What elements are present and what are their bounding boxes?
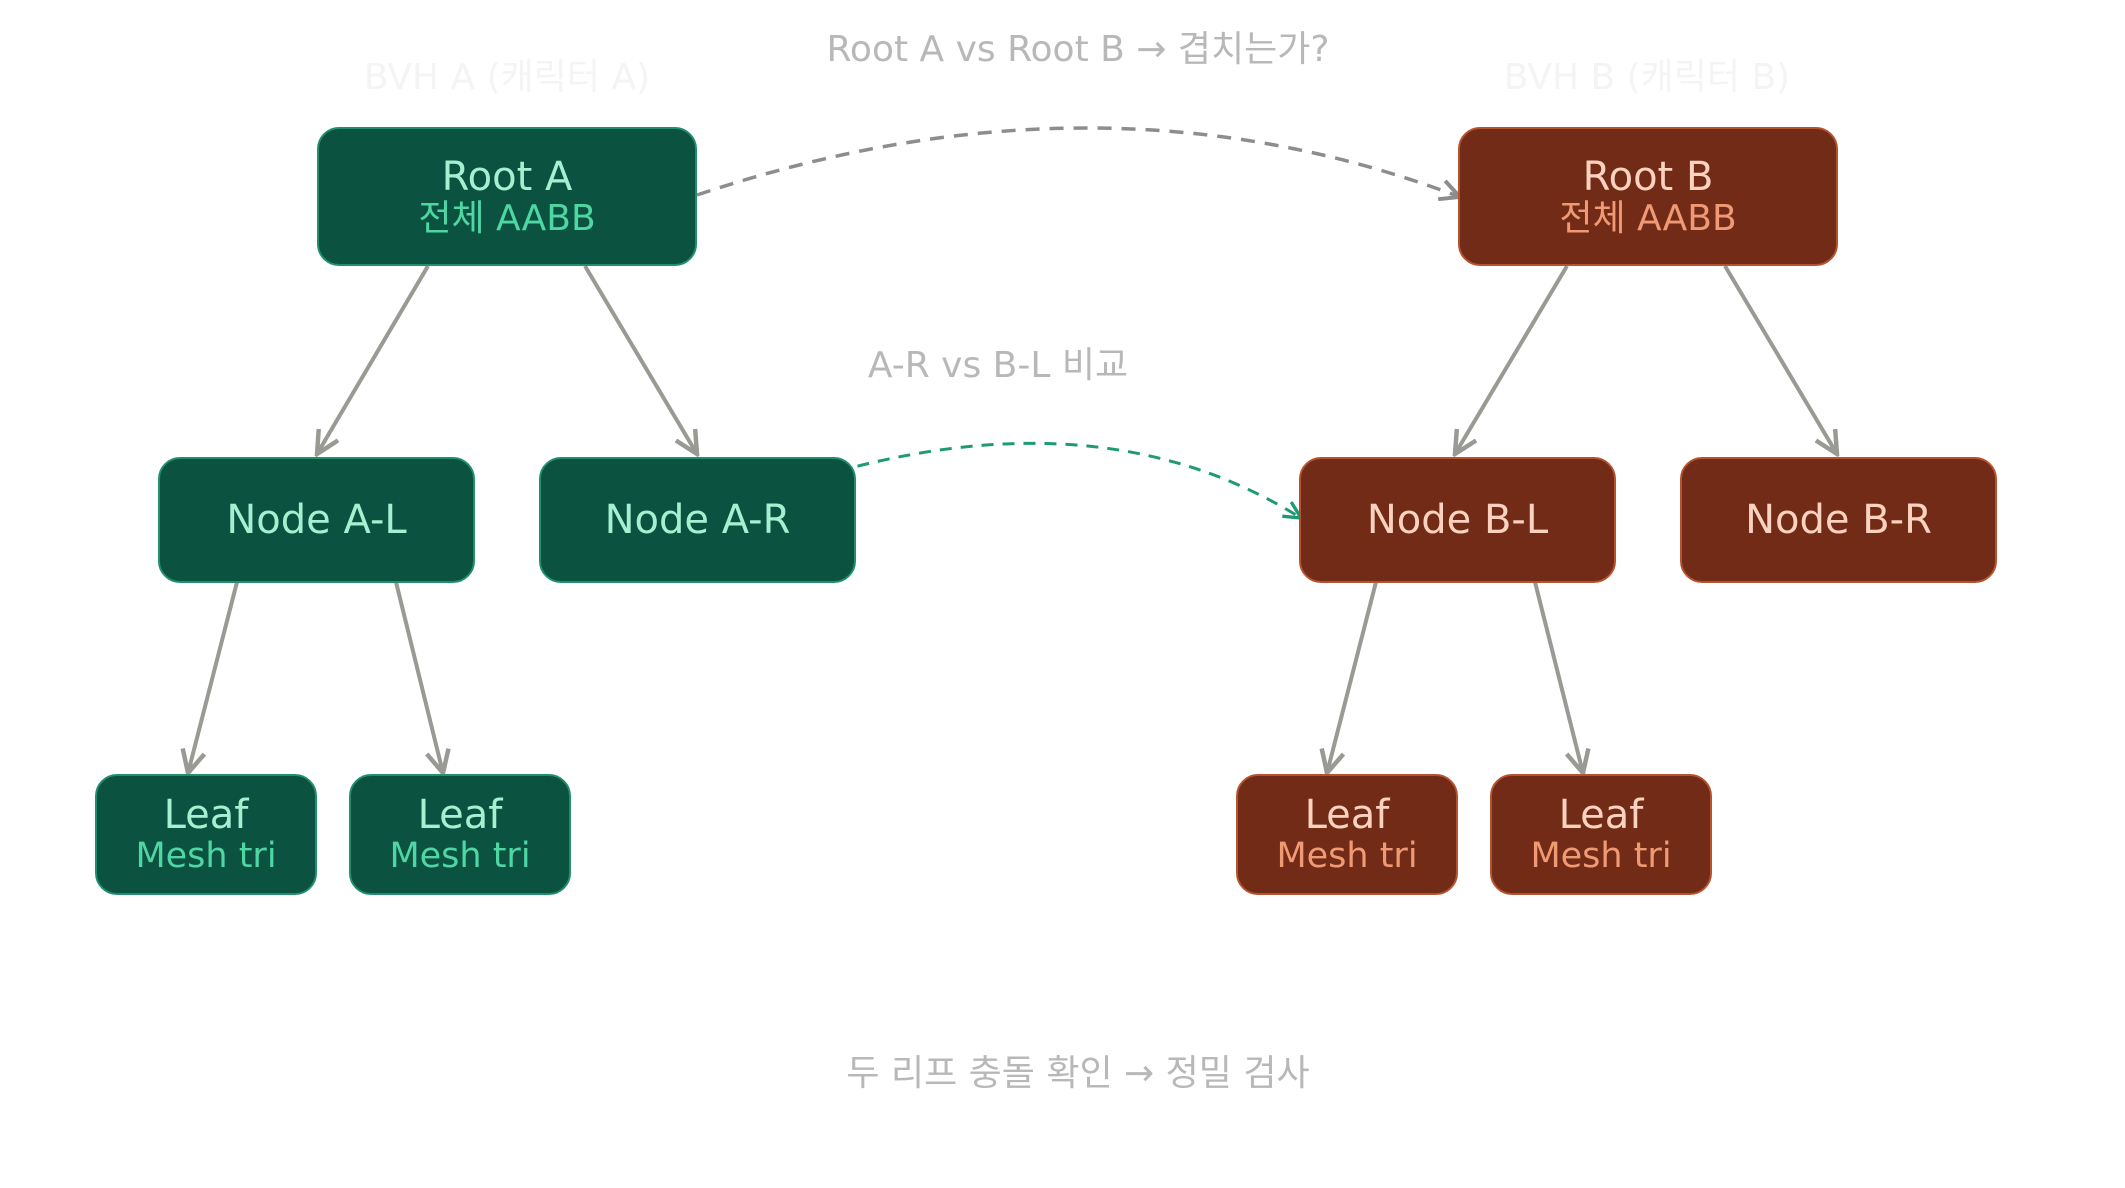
node-b-l: Node B-L — [1299, 457, 1616, 583]
leaf-b2-subtitle: Mesh tri — [1530, 836, 1672, 877]
edge-root-a-to-node-a-r — [583, 264, 697, 454]
edge-node-a-l-to-leaf-a1 — [188, 581, 239, 773]
node-b-r: Node B-R — [1680, 457, 1997, 583]
bvh-a-title: BVH A (캐릭터 A) — [363, 57, 651, 98]
root-a-title: Root A — [441, 153, 573, 200]
root-a-subtitle: 전체 AABB — [418, 197, 596, 239]
node-a-l-title: Node A-L — [226, 497, 407, 543]
leaf-a2: Leaf Mesh tri — [349, 774, 571, 895]
edge-node-b-l-to-leaf-b2 — [1533, 581, 1583, 773]
root-compare-label: Root A vs Root B → 겹치는가? — [826, 29, 1330, 70]
leaf-a2-title: Leaf — [417, 792, 503, 839]
leaf-a1-subtitle: Mesh tri — [135, 836, 277, 877]
edge-root-b-to-node-b-l — [1455, 264, 1569, 454]
node-b-l-title: Node B-L — [1366, 497, 1549, 543]
edge-node-b-l-to-leaf-b1 — [1327, 581, 1378, 773]
node-compare-label: A-R vs B-L 비교 — [867, 345, 1129, 386]
leaf-b1: Leaf Mesh tri — [1236, 774, 1458, 895]
node-a-r: Node A-R — [539, 457, 856, 583]
bvh-b-title: BVH B (캐릭터 B) — [1503, 57, 1791, 98]
leaf-b2-title: Leaf — [1558, 792, 1644, 839]
node-a-r-title: Node A-R — [604, 497, 791, 543]
root-b-node: Root B 전체 AABB — [1458, 127, 1838, 266]
leaf-b2: Leaf Mesh tri — [1490, 774, 1712, 895]
node-b-r-title: Node B-R — [1745, 497, 1932, 543]
leaf-b1-subtitle: Mesh tri — [1276, 836, 1418, 877]
node-a-l: Node A-L — [158, 457, 475, 583]
root-b-title: Root B — [1582, 153, 1714, 200]
leaf-a1: Leaf Mesh tri — [95, 774, 317, 895]
leaf-a1-title: Leaf — [163, 792, 249, 839]
leaf-b1-title: Leaf — [1304, 792, 1390, 839]
root-b-subtitle: 전체 AABB — [1559, 197, 1737, 239]
leaf-check-label: 두 리프 충돌 확인 → 정밀 검사 — [846, 1053, 1310, 1094]
edge-node-a-l-to-leaf-a2 — [394, 581, 443, 773]
root-a-node: Root A 전체 AABB — [317, 127, 697, 266]
root-compare-link — [696, 126, 1460, 197]
leaf-a2-subtitle: Mesh tri — [389, 836, 531, 877]
edge-root-b-to-node-b-r — [1723, 264, 1837, 454]
edge-root-a-to-node-a-l — [317, 264, 430, 454]
